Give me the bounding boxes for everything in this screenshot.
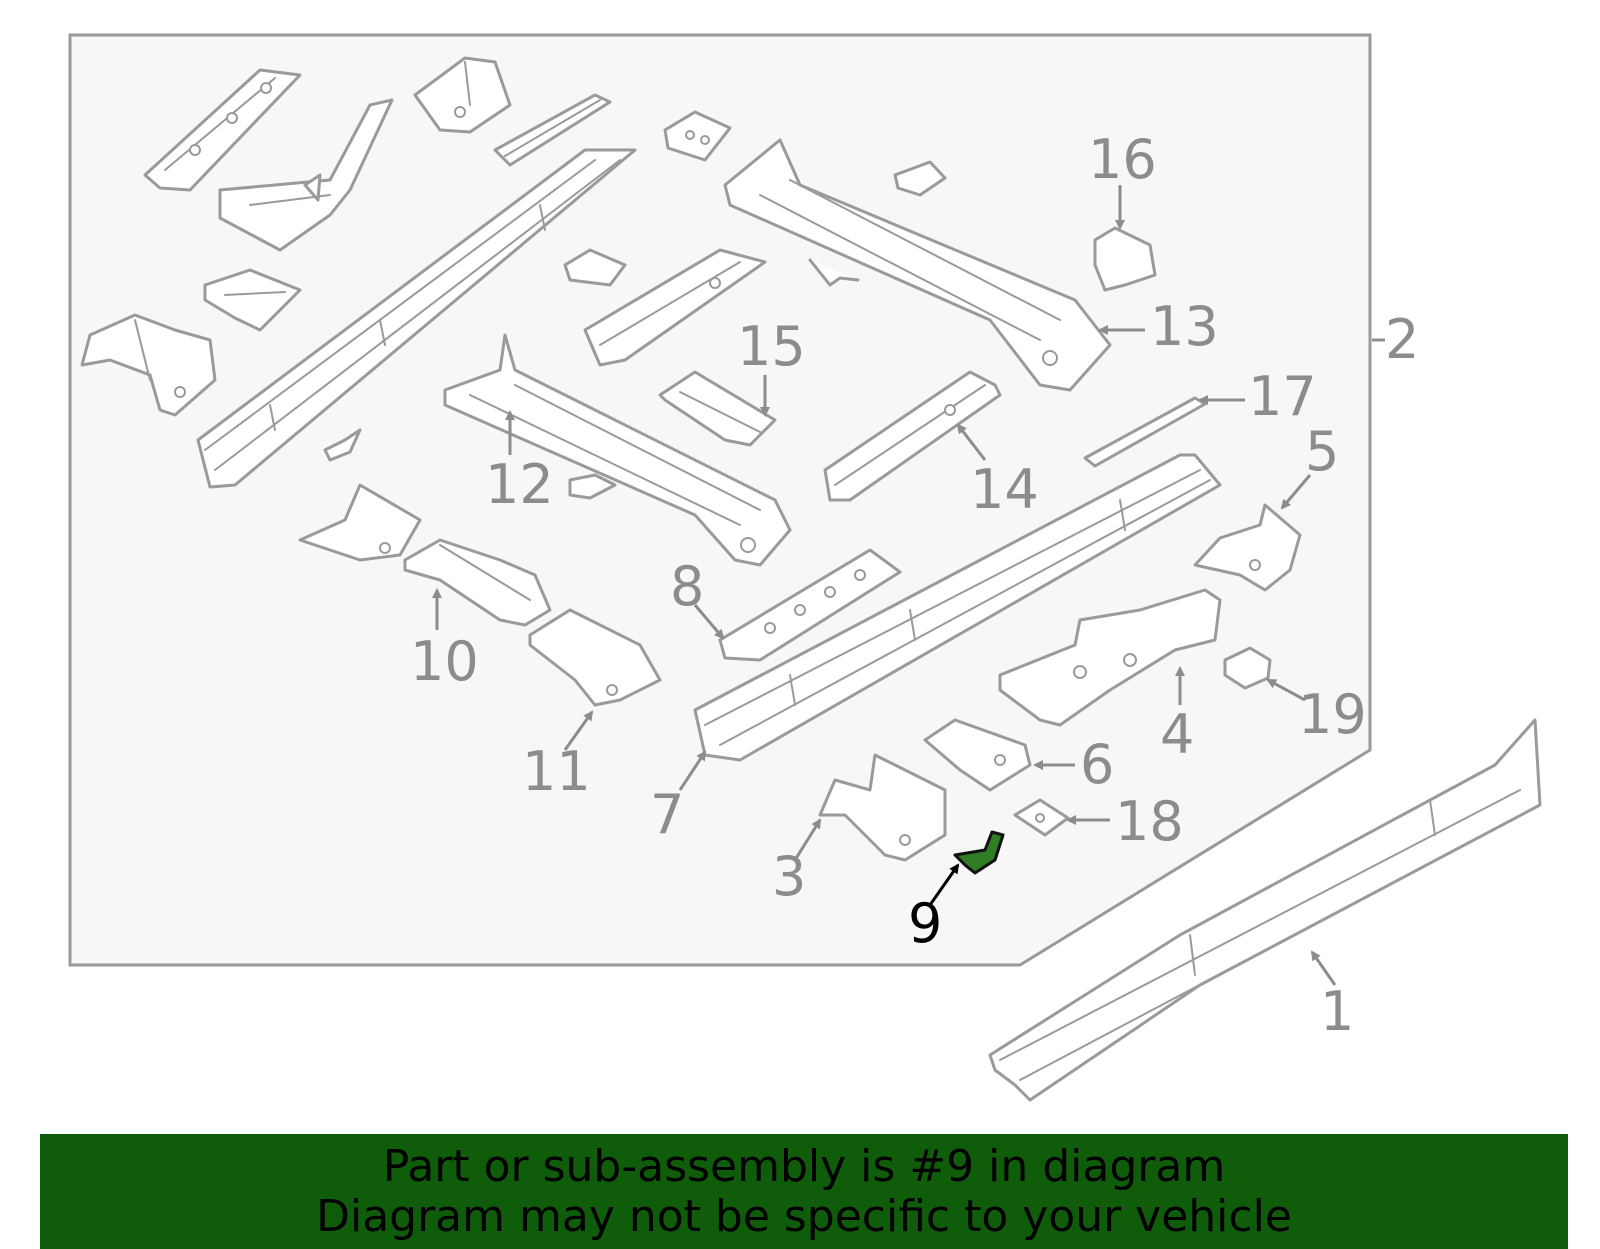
part-13-crossmember xyxy=(723,138,1112,392)
bracket-left-lower xyxy=(298,483,422,562)
leader-11 xyxy=(563,710,594,751)
part-rail-upper-left xyxy=(196,148,637,489)
leader-14 xyxy=(956,423,987,461)
bracket-clip-d xyxy=(323,428,362,462)
leader-8 xyxy=(693,604,725,640)
part-16-bracket xyxy=(1093,226,1157,292)
bracket-tower xyxy=(218,98,394,252)
leader-7 xyxy=(678,750,707,791)
callout-19: 19 xyxy=(1298,683,1367,746)
part-5-bracket xyxy=(1193,503,1302,592)
part-9-highlighted xyxy=(953,830,1005,875)
callout-3: 3 xyxy=(772,845,806,908)
callout-16: 16 xyxy=(1088,128,1157,191)
leader-1 xyxy=(1310,950,1337,986)
part-4-member xyxy=(998,588,1222,727)
callout-8: 8 xyxy=(670,555,704,618)
leader-9 xyxy=(928,863,960,906)
bracket-top-left xyxy=(143,68,302,192)
banner-line-2: Diagram may not be specific to your vehi… xyxy=(316,1190,1292,1242)
part-8-member xyxy=(718,548,902,662)
callout-4: 4 xyxy=(1160,703,1194,766)
part-10-bracket xyxy=(403,538,552,627)
bracket-clip-e xyxy=(568,473,617,500)
callout-18: 18 xyxy=(1115,790,1184,853)
callout-14: 14 xyxy=(970,458,1039,521)
callout-11: 11 xyxy=(522,740,591,803)
part-12-crossmember xyxy=(443,333,792,567)
leader-3 xyxy=(793,818,822,861)
bracket-clip-a xyxy=(563,248,627,287)
callout-2: 2 xyxy=(1385,308,1419,371)
leader-5 xyxy=(1280,474,1312,510)
callout-5: 5 xyxy=(1305,420,1339,483)
callout-17: 17 xyxy=(1248,365,1317,428)
leader-19 xyxy=(1266,678,1306,702)
callout-15: 15 xyxy=(737,315,806,378)
bracket-left-mid xyxy=(80,313,217,417)
callout-9: 9 xyxy=(908,892,942,955)
bracket-clip-c xyxy=(893,160,947,197)
callout-1: 1 xyxy=(1320,980,1354,1043)
bracket-clip-b xyxy=(808,258,860,287)
part-19-bracket xyxy=(1223,646,1272,690)
bracket-small-plate xyxy=(663,110,732,162)
bracket-strip xyxy=(493,93,612,167)
part-6-plate xyxy=(923,718,1032,792)
part-11-bracket xyxy=(528,608,662,707)
part-14-member xyxy=(823,370,1002,502)
part-15-member xyxy=(658,370,777,447)
banner-line-1: Part or sub-assembly is #9 in diagram xyxy=(382,1140,1226,1192)
callout-12: 12 xyxy=(485,453,554,516)
bracket-left-upper xyxy=(203,268,302,332)
callout-7: 7 xyxy=(650,783,684,846)
callout-10: 10 xyxy=(410,630,479,693)
callout-6: 6 xyxy=(1080,733,1114,796)
info-banner: Part or sub-assembly is #9 in diagram Di… xyxy=(40,1134,1568,1249)
part-3-bracket xyxy=(818,753,947,862)
part-1-sill xyxy=(988,718,1542,1102)
bracket-top-center xyxy=(413,56,512,134)
callout-13: 13 xyxy=(1150,295,1219,358)
part-crossmember-mid xyxy=(583,248,767,367)
